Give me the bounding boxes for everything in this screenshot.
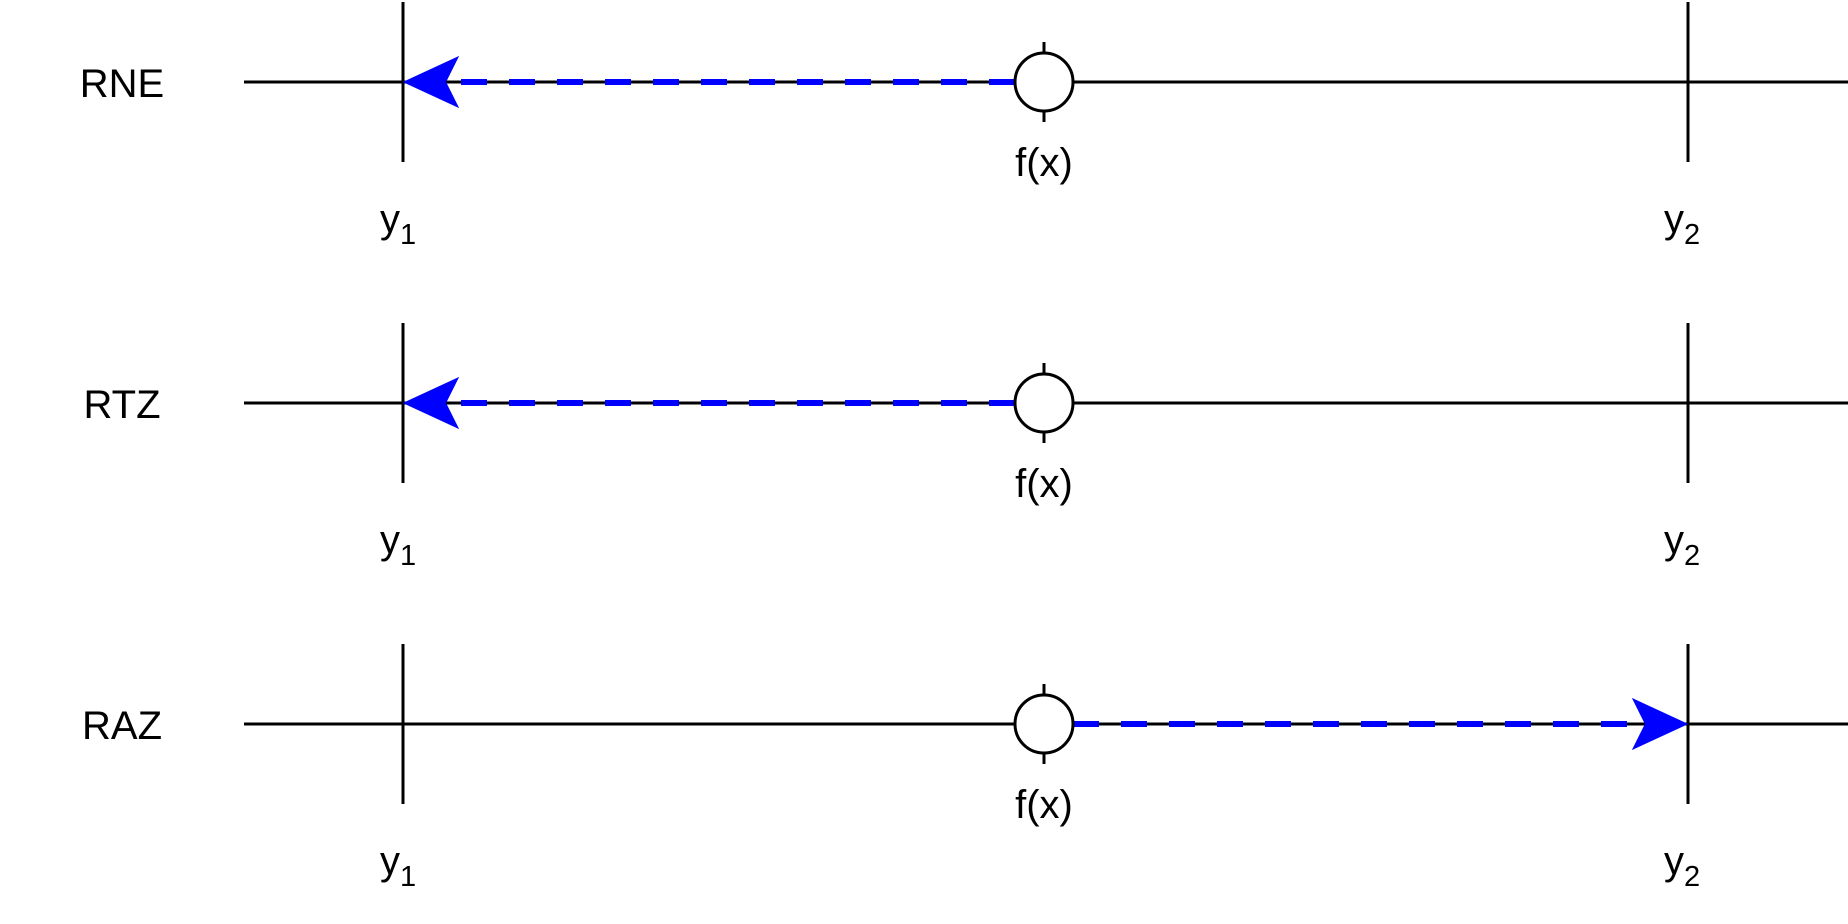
- rounding-arrowhead: [1631, 697, 1689, 751]
- y1-label: y1: [380, 518, 416, 572]
- rounding-mode-label: RAZ: [82, 704, 162, 748]
- y1-label-subscript: 1: [400, 540, 416, 572]
- y2-label-base: y: [1664, 839, 1684, 883]
- y2-label-subscript: 2: [1684, 861, 1700, 893]
- y1-label-base: y: [380, 518, 400, 562]
- rounding-arrowhead: [402, 376, 460, 430]
- y2-label-subscript: 2: [1684, 540, 1700, 572]
- fx-label: f(x): [1015, 141, 1073, 185]
- y1-label-subscript: 1: [400, 861, 416, 893]
- y1-label-base: y: [380, 839, 400, 883]
- fx-label: f(x): [1015, 462, 1073, 506]
- y1-label: y1: [380, 197, 416, 251]
- y2-label-base: y: [1664, 518, 1684, 562]
- fx-marker: [1013, 693, 1075, 755]
- y2-label: y2: [1664, 839, 1700, 893]
- y2-label: y2: [1664, 518, 1700, 572]
- fx-marker: [1013, 51, 1075, 113]
- y1-label-subscript: 1: [400, 219, 416, 251]
- rounding-mode-label: RTZ: [83, 383, 160, 427]
- rounding-row-raz: RAZ f(x) y1 y2: [82, 644, 1848, 893]
- rounding-arrowhead: [402, 55, 460, 109]
- y1-label-base: y: [380, 197, 400, 241]
- rounding-row-rtz: RTZ f(x) y1 y2: [83, 323, 1848, 572]
- y2-label-base: y: [1664, 197, 1684, 241]
- fx-label: f(x): [1015, 783, 1073, 827]
- y2-label-subscript: 2: [1684, 219, 1700, 251]
- y1-label: y1: [380, 839, 416, 893]
- rounding-row-rne: RNE f(x) y1 y2: [80, 2, 1848, 251]
- y2-label: y2: [1664, 197, 1700, 251]
- rounding-mode-label: RNE: [80, 62, 164, 106]
- fx-marker: [1013, 372, 1075, 434]
